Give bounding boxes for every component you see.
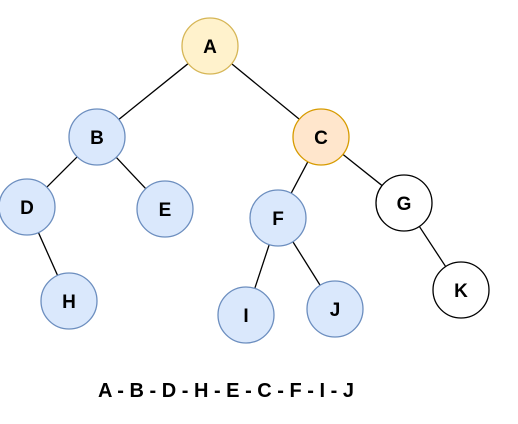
node-h-label: H [62, 292, 76, 313]
tree-nodes: A B C D E F G H I J K [0, 17, 490, 344]
node-j-circle [306, 280, 364, 338]
node-b-circle [68, 108, 126, 166]
node-h: H [40, 272, 98, 330]
node-c-circle [292, 108, 350, 166]
node-f: F [249, 189, 307, 247]
edge-b-e [115, 156, 147, 190]
node-h-circle [40, 272, 98, 330]
edge-a-b [118, 63, 189, 120]
node-k-circle [432, 261, 490, 319]
node-d-circle [0, 178, 56, 236]
edge-c-f [290, 161, 309, 194]
node-f-label: F [272, 209, 284, 230]
node-c: C [292, 108, 350, 166]
node-i-label: I [243, 306, 248, 327]
node-e-label: E [159, 200, 172, 221]
node-i: I [217, 286, 275, 344]
node-a: A [181, 17, 239, 75]
edge-a-c [231, 63, 300, 120]
edge-c-g [342, 153, 383, 187]
edge-f-j [292, 241, 321, 286]
node-g-circle [375, 174, 433, 232]
node-g: G [375, 174, 433, 232]
node-b-label: B [90, 128, 104, 149]
node-b: B [68, 108, 126, 166]
node-e-circle [136, 180, 194, 238]
node-e: E [136, 180, 194, 238]
edge-f-i [254, 244, 270, 289]
node-j-label: J [330, 300, 341, 321]
node-a-circle [181, 17, 239, 75]
node-a-label: A [203, 37, 217, 58]
traversal-order-text: A - B - D - H - E - C - F - I - J [98, 380, 354, 402]
node-d: D [0, 178, 56, 236]
node-g-label: G [397, 194, 412, 215]
node-i-circle [217, 286, 275, 344]
node-k: K [432, 261, 490, 319]
node-c-label: C [314, 128, 328, 149]
node-d-label: D [20, 198, 34, 219]
node-f-circle [249, 189, 307, 247]
edge-g-k [418, 226, 447, 267]
node-k-label: K [454, 281, 468, 302]
edge-d-h [37, 232, 59, 276]
node-j: J [306, 280, 364, 338]
edge-b-d [46, 156, 78, 188]
tree-edges [37, 63, 447, 289]
